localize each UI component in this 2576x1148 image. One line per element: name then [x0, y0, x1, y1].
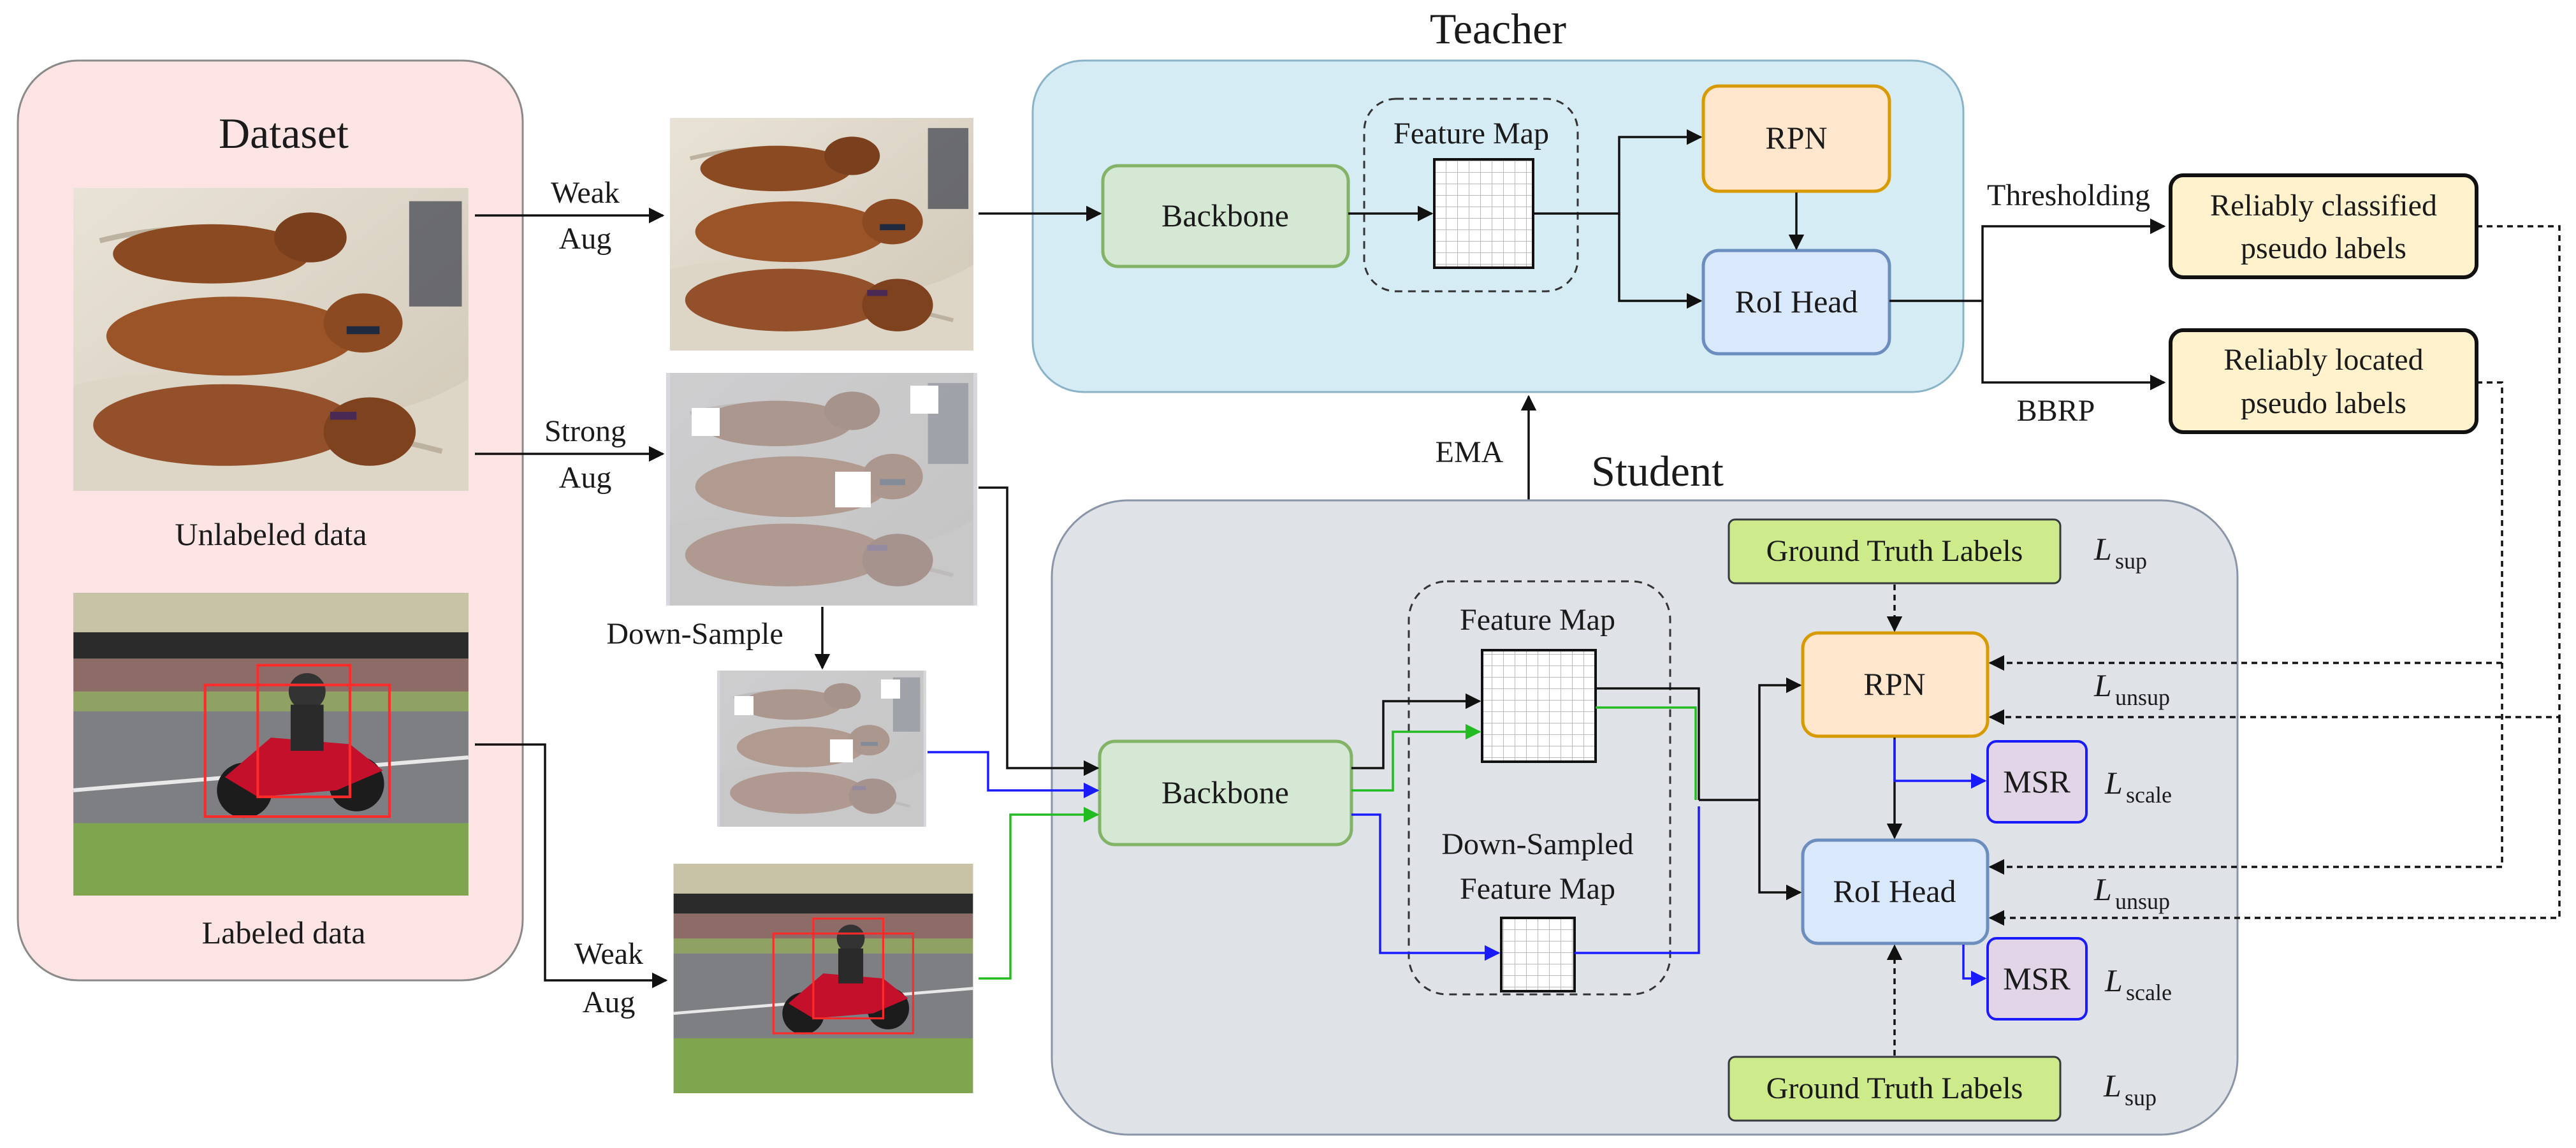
unlabeled-image — [73, 188, 469, 491]
svg-text:sup: sup — [2125, 1085, 2157, 1110]
student-gt-top-label: Ground Truth Labels — [1766, 534, 2023, 568]
svg-text:L: L — [2104, 765, 2123, 801]
loss-sup-top: L sup — [2093, 531, 2147, 574]
student-title: Student — [1591, 447, 1724, 495]
teacher-title: Teacher — [1430, 4, 1567, 53]
labeled-image — [73, 593, 469, 896]
teacher-feature-map-group — [1363, 98, 1579, 293]
weak-aug-labeled-image — [674, 864, 973, 1093]
dashed-located-to-roi — [1988, 663, 2503, 875]
teacher-backbone — [1101, 164, 1350, 268]
arrow-to-student-rpn — [1758, 677, 1802, 800]
strong-aug-label-b: Aug — [559, 461, 612, 495]
arrow-teacher-fm-to-rpn — [1533, 129, 1703, 215]
student-msr-top-label: MSR — [2003, 764, 2070, 799]
svg-text:L: L — [2093, 531, 2112, 567]
student-roi-head — [1801, 838, 1990, 945]
weak-aug-unlabeled-image — [670, 118, 973, 351]
line-fm-green-out — [1596, 706, 1697, 800]
thresholding-label: Thresholding — [1987, 178, 2150, 212]
weak-aug-label-2b: Aug — [583, 985, 636, 1019]
teacher-roi-head — [1701, 249, 1891, 356]
dashed-classified-to-rpn — [1988, 225, 2561, 725]
arrow-labeled-to-backbone — [979, 806, 1100, 980]
pseudo-located-line1: Reliably located — [2223, 343, 2423, 377]
pseudo-classified-line1: Reliably classified — [2210, 189, 2437, 222]
arrow-rpn-to-msr — [1893, 739, 1987, 789]
svg-text:L: L — [2103, 1068, 2121, 1103]
downsampled-image — [717, 671, 926, 827]
teacher-feature-map-label: Feature Map — [1394, 117, 1549, 150]
dataset-title: Dataset — [219, 109, 349, 157]
student-feature-map-label: Feature Map — [1460, 603, 1615, 637]
arrow-thresholding — [1889, 218, 2166, 302]
strong-aug-label-a: Strong — [544, 414, 626, 448]
svg-text:sup: sup — [2115, 548, 2147, 574]
strong-aug-image — [666, 373, 977, 606]
line-fm-black-out — [1596, 687, 1700, 800]
student-msr-bottom-label: MSR — [2003, 961, 2070, 996]
pseudo-located-line2: pseudo labels — [2241, 386, 2406, 420]
teacher-roi-label: RoI Head — [1735, 284, 1858, 319]
loss-scale-bottom: L scale — [2104, 963, 2172, 1005]
weak-aug-label-1b: Aug — [559, 222, 612, 256]
student-rpn — [1801, 631, 1990, 738]
svg-text:unsup: unsup — [2115, 685, 2170, 710]
loss-sup-bottom: L sup — [2103, 1068, 2157, 1110]
student-rpn-label: RPN — [1863, 666, 1925, 702]
bbrp-label: BBRP — [2017, 394, 2095, 428]
svg-text:scale: scale — [2126, 782, 2172, 808]
weak-aug-label-1a: Weak — [551, 176, 620, 210]
ema-label: EMA — [1436, 435, 1504, 469]
feature-grid-icon — [1433, 158, 1534, 269]
pseudo-located-box — [2169, 328, 2478, 434]
weak-aug-label-2a: Weak — [574, 937, 643, 971]
feature-grid-icon — [1481, 649, 1597, 763]
student-roi-label: RoI Head — [1833, 873, 1956, 909]
svg-text:L: L — [2104, 963, 2123, 998]
student-backbone — [1098, 739, 1353, 846]
svg-text:L: L — [2093, 871, 2112, 907]
downsample-label: Down-Sample — [606, 617, 783, 651]
svg-text:unsup: unsup — [2115, 889, 2170, 914]
arrow-weak-aug-labeled — [475, 743, 668, 989]
student-ds-feature-label-1: Down-Sampled — [1441, 827, 1633, 861]
dashed-classified-to-roi — [1988, 717, 2561, 926]
loss-unsup-roi: L unsup — [2093, 871, 2170, 914]
arrow-roi-to-msr — [1962, 945, 1987, 987]
teacher-rpn — [1701, 84, 1891, 193]
student-gt-top — [1728, 518, 2062, 585]
svg-text:L: L — [2093, 667, 2112, 703]
student-msr-top — [1986, 740, 2088, 824]
student-gt-bottom — [1728, 1056, 2062, 1122]
arrow-backbone-to-dsfm-blue — [1351, 813, 1501, 961]
pseudo-classified-line2: pseudo labels — [2241, 231, 2406, 265]
loss-unsup-rpn: L unsup — [2093, 667, 2170, 710]
arrow-backbone-to-fm-black — [1351, 693, 1481, 769]
arrow-strong-to-student-backbone — [979, 486, 1100, 776]
arrow-to-student-roi — [1758, 800, 1802, 901]
feature-grid-icon — [1500, 917, 1576, 992]
student-backbone-label: Backbone — [1161, 774, 1289, 810]
student-msr-bottom — [1986, 937, 2088, 1021]
line-dsfm-blue-out — [1575, 806, 1700, 954]
arrow-teacher-fm-to-roi — [1618, 214, 1703, 309]
unlabeled-data-label: Unlabeled data — [175, 516, 367, 552]
student-ds-feature-label-2: Feature Map — [1460, 872, 1615, 906]
student-gt-bottom-label: Ground Truth Labels — [1766, 1072, 2023, 1105]
teacher-rpn-label: RPN — [1765, 120, 1827, 156]
dashed-located-to-rpn — [1988, 381, 2503, 671]
arrow-backbone-to-fm-green — [1351, 723, 1481, 792]
svg-text:scale: scale — [2126, 980, 2172, 1005]
loss-scale-top: L scale — [2104, 765, 2172, 808]
labeled-data-label: Labeled data — [202, 915, 366, 950]
teacher-backbone-label: Backbone — [1161, 198, 1289, 233]
arrow-bbrp — [1981, 301, 2166, 391]
arrow-downsample-to-backbone — [928, 751, 1100, 799]
